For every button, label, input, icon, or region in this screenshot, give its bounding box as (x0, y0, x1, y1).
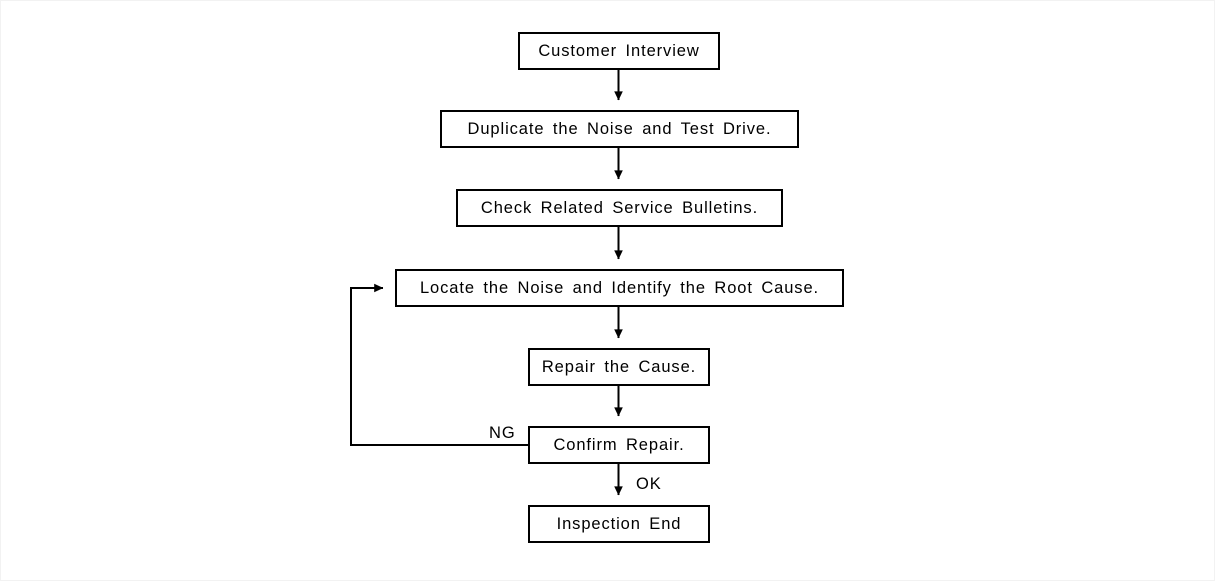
node-label-locate-noise: Locate the Noise and Identify the Root C… (419, 278, 820, 297)
node-label-inspection-end: Inspection End (556, 514, 682, 533)
node-duplicate-noise[interactable]: Duplicate the Noise and Test Drive. (440, 110, 799, 148)
node-label-customer-interview: Customer Interview (538, 41, 700, 60)
node-label-confirm-repair: Confirm Repair. (553, 435, 685, 454)
node-inspection-end[interactable]: Inspection End (528, 505, 710, 543)
node-confirm-repair[interactable]: Confirm Repair. (528, 426, 710, 464)
node-check-bulletins[interactable]: Check Related Service Bulletins. (456, 189, 783, 227)
node-customer-interview[interactable]: Customer Interview (518, 32, 720, 70)
node-locate-noise[interactable]: Locate the Noise and Identify the Root C… (395, 269, 844, 307)
edge-label-ok: OK (636, 475, 662, 493)
node-label-repair-cause: Repair the Cause. (541, 357, 697, 376)
node-repair-cause[interactable]: Repair the Cause. (528, 348, 710, 386)
connector-ng-feedback-loop (349, 283, 528, 447)
node-label-check-bulletins: Check Related Service Bulletins. (480, 198, 759, 217)
node-label-duplicate-noise: Duplicate the Noise and Test Drive. (467, 119, 772, 138)
edge-label-ng: NG (489, 424, 516, 442)
